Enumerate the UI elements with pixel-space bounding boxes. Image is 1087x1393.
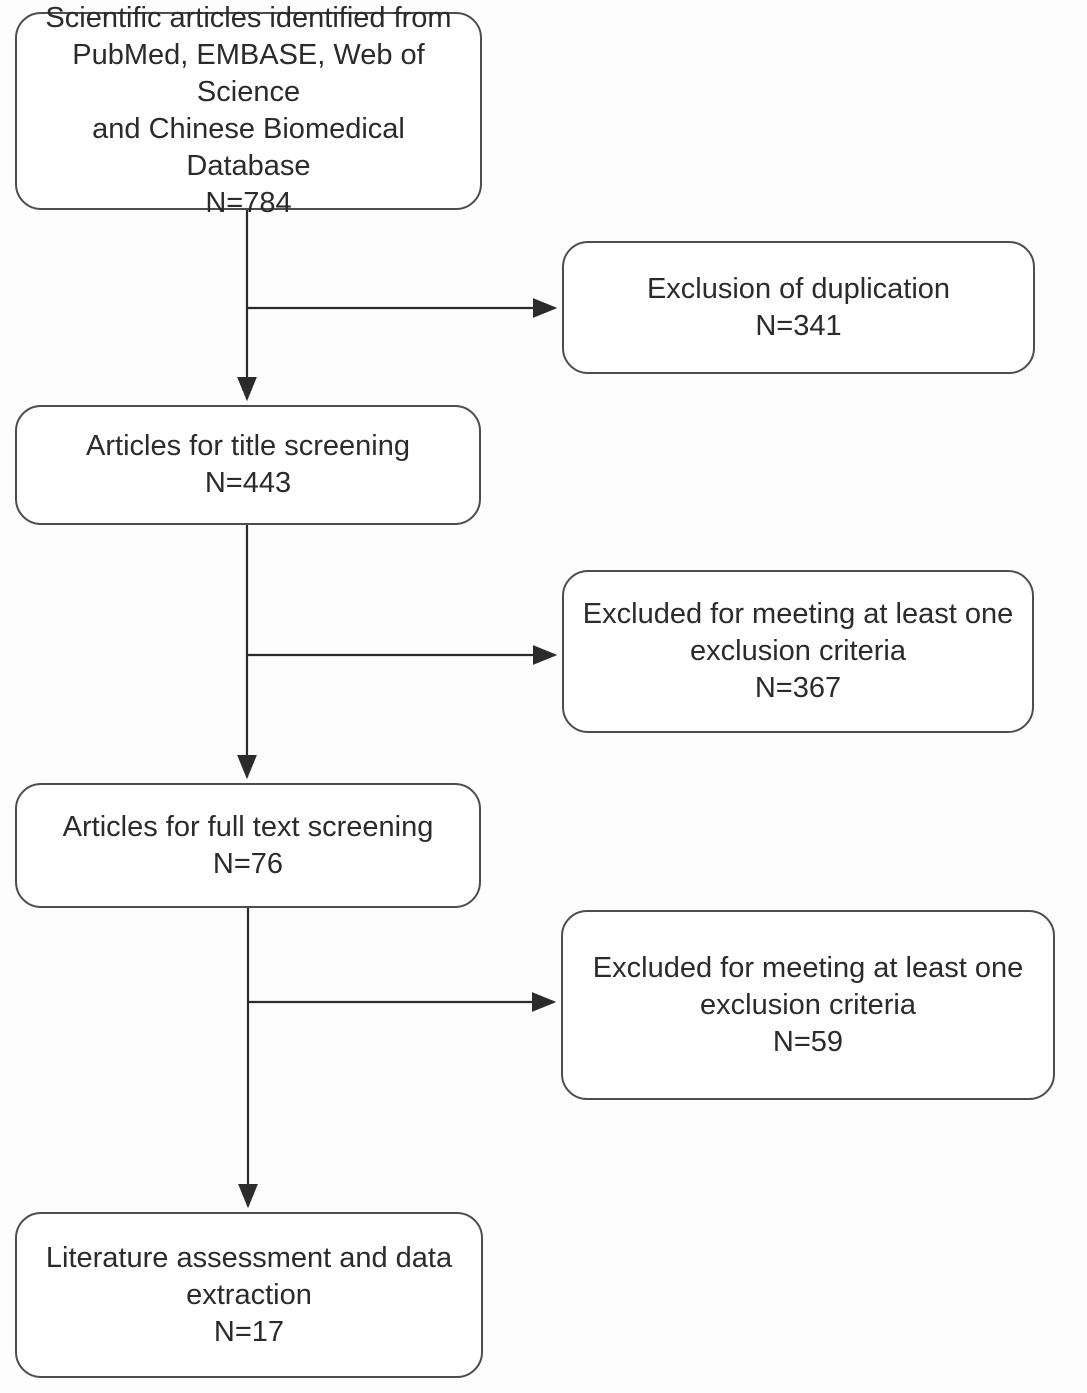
node-exclusion-duplication-label: Exclusion of duplication [646,272,951,305]
node-title-screening-label: Articles for title screening [86,430,410,462]
node-excluded-title-screening-label: Excluded for meeting at least one exclus… [582,598,1014,667]
node-full-text-screening: Articles for full text screening N=76 [15,783,481,908]
node-excluded-title-screening: Excluded for meeting at least one exclus… [562,570,1034,733]
node-exclusion-duplication: Exclusion of duplication N=341 [562,241,1035,374]
node-exclusion-duplication-count: N=341 [755,309,842,342]
node-full-text-screening-count: N=76 [212,847,284,880]
node-assessment-extraction-label: Literature assessment and data extractio… [45,1241,453,1311]
node-excluded-title-screening-count: N=367 [754,672,842,704]
node-identified-label: Scientific articles identified from PubM… [45,2,452,182]
node-excluded-full-text-label: Excluded for meeting at least one exclus… [592,951,1024,1021]
node-assessment-extraction: Literature assessment and data extractio… [15,1212,483,1378]
node-identified-count: N=784 [205,187,292,219]
node-excluded-full-text-count: N=59 [772,1025,844,1058]
node-full-text-screening-label: Articles for full text screening [62,810,434,843]
node-title-screening: Articles for title screening N=443 [15,405,481,525]
node-assessment-extraction-count: N=17 [213,1315,285,1348]
node-title-screening-count: N=443 [204,467,292,499]
node-excluded-full-text: Excluded for meeting at least one exclus… [561,910,1055,1100]
node-identified: Scientific articles identified from PubM… [15,2,482,219]
